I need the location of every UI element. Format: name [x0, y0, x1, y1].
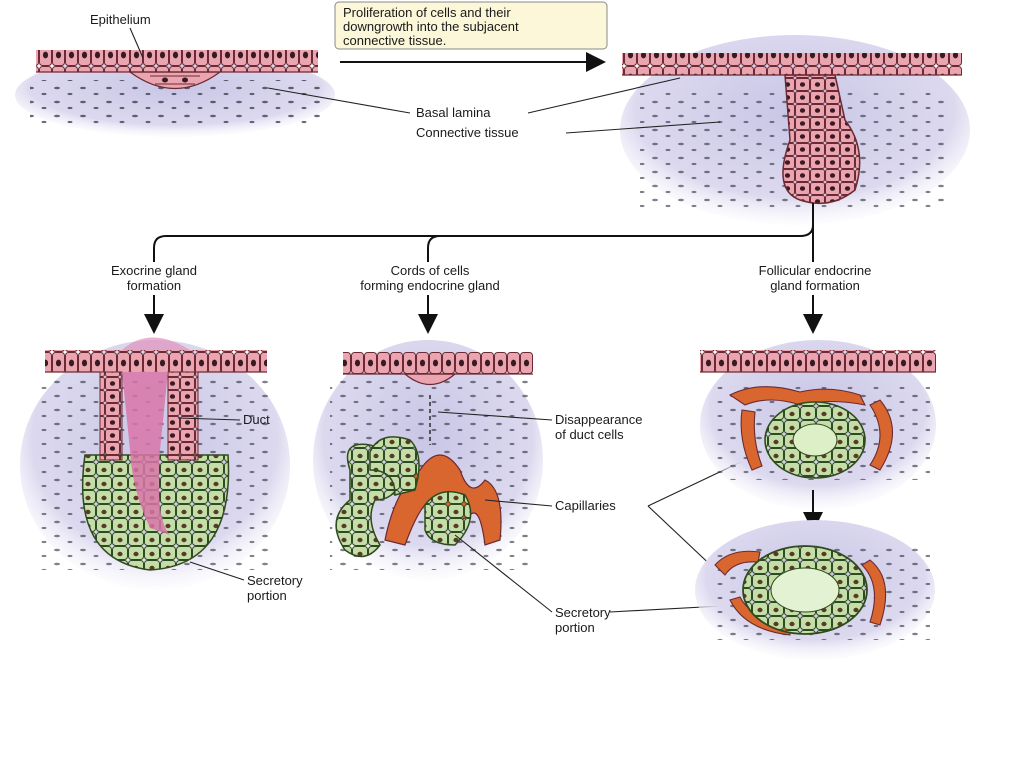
svg-text:connective tissue.: connective tissue.	[343, 33, 446, 48]
follicle-lower-panel	[695, 520, 935, 660]
secretory-mid-label-1: Secretory	[555, 605, 611, 620]
secretory-mid-label-2: portion	[555, 620, 595, 635]
cords-label-1: Cords of cells	[391, 263, 470, 278]
exocrine-gland-panel	[20, 337, 290, 590]
cords-panel	[313, 340, 543, 580]
branch-connector	[144, 203, 823, 334]
basal-lamina-label: Basal lamina	[416, 105, 491, 120]
early-stage-panel	[15, 50, 335, 137]
svg-text:Proliferation of cells and the: Proliferation of cells and their	[343, 5, 511, 20]
cords-label-2: forming endocrine gland	[360, 278, 499, 293]
epithelium-layer	[36, 50, 318, 72]
cord-cells-upper	[369, 436, 420, 496]
epithelium-layer-right	[622, 53, 962, 75]
exocrine-label-2: formation	[127, 278, 181, 293]
cord-cells-right	[424, 490, 472, 546]
secretory-left-label-1: Secretory	[247, 573, 303, 588]
secretory-left-label-2: portion	[247, 588, 287, 603]
duct-label: Duct	[243, 412, 270, 427]
disappearance-label-2: of duct cells	[555, 427, 624, 442]
follicular-label-2: gland formation	[770, 278, 860, 293]
exocrine-label-1: Exocrine gland	[111, 263, 197, 278]
capillaries-label: Capillaries	[555, 498, 616, 513]
downgrowth-panel	[620, 35, 970, 225]
epithelium-label: Epithelium	[90, 12, 151, 27]
duct-lumen	[122, 372, 170, 535]
svg-text:downgrowth into the subjacent: downgrowth into the subjacent	[343, 19, 519, 34]
disappearance-label-1: Disappearance	[555, 412, 642, 427]
capillary-upper	[728, 386, 866, 406]
connective-tissue-label: Connective tissue	[416, 125, 519, 140]
proliferation-caption: Proliferation of cells and their downgro…	[334, 1, 608, 50]
follicular-label-1: Follicular endocrine	[759, 263, 872, 278]
follicle-upper-panel	[700, 340, 936, 510]
